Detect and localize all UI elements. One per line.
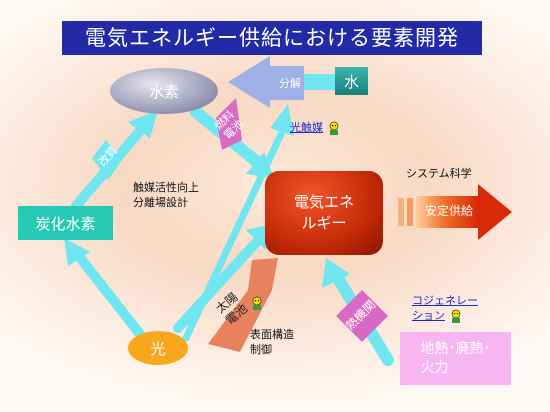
smiley-figure-icon bbox=[329, 121, 339, 135]
electric-energy-line-1: 電気エネ bbox=[293, 193, 354, 211]
catalyst-design-label: 触媒活性向上 分離場設計 bbox=[133, 180, 233, 210]
solar-cell-arrow bbox=[208, 258, 278, 352]
photocatalyst-link[interactable]: 光触媒 bbox=[290, 121, 323, 134]
fuel-cell-badge bbox=[216, 98, 242, 150]
photocatalyst-arrow bbox=[182, 104, 294, 342]
hydrogen-node: 水素 bbox=[110, 68, 218, 114]
cogeneration-group: コジェネレー ション bbox=[412, 293, 502, 323]
photocatalyst-group: 光触媒 bbox=[290, 120, 341, 135]
cogeneration-link-line-1[interactable]: コジェネレー bbox=[412, 294, 478, 307]
catalyst-design-line-1: 触媒活性向上 bbox=[133, 181, 199, 194]
cogeneration-link-line-2[interactable]: ション bbox=[412, 309, 445, 322]
heat-engine-arrow bbox=[322, 258, 394, 366]
hydrocarbon-node: 炭化水素 bbox=[18, 206, 113, 240]
surface-control-line-1: 表面構造 bbox=[250, 328, 294, 341]
surface-control-line-2: 制御 bbox=[250, 343, 272, 356]
smiley-figure-icon bbox=[451, 309, 461, 323]
geothermal-node: 地熱･廃熱･ 火力 bbox=[400, 332, 511, 385]
smiley-figure-icon bbox=[252, 296, 262, 310]
geothermal-line-2: 火力 bbox=[420, 359, 449, 376]
surface-control-label: 表面構造 制御 bbox=[250, 327, 310, 357]
electric-energy-node: 電気エネ ルギー bbox=[265, 171, 383, 255]
page-title: 電気エネルギー供給における要素開発 bbox=[62, 21, 482, 55]
catalyst-design-line-2: 分離場設計 bbox=[133, 196, 188, 209]
electrolysis-label: 分解 bbox=[279, 77, 301, 90]
stable-supply-arrow bbox=[398, 184, 512, 240]
system-science-label: システム科学 bbox=[406, 167, 472, 180]
water-node: 水 bbox=[335, 67, 368, 95]
water-to-hydrogen-arrow bbox=[228, 56, 336, 108]
reforming-badge bbox=[92, 140, 122, 180]
light-node: 光 bbox=[128, 331, 188, 365]
electric-energy-line-2: ルギー bbox=[301, 214, 347, 232]
stable-supply-label: 安定供給 bbox=[424, 204, 473, 218]
geothermal-line-1: 地熱･廃熱･ bbox=[420, 340, 491, 357]
light-to-hydrocarbon-arrow bbox=[64, 238, 145, 339]
